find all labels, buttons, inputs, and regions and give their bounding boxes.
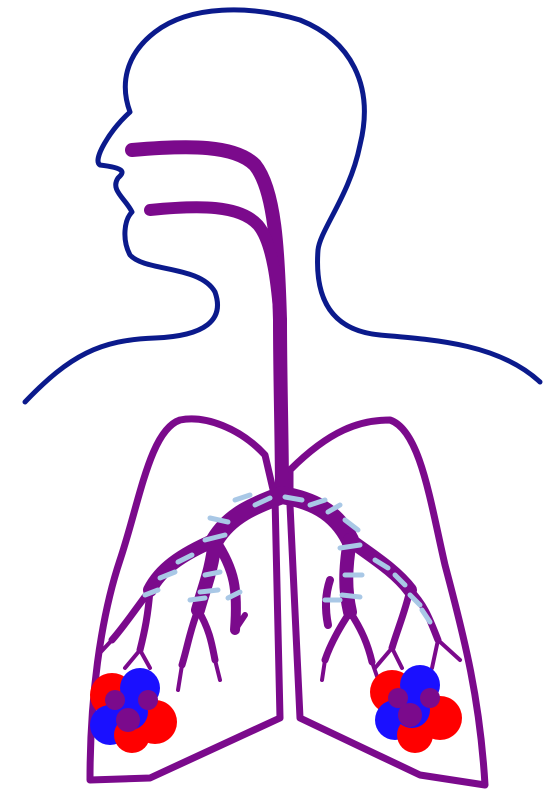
left-alveoli-cluster: [90, 668, 177, 753]
left-bronchial-tree: [98, 495, 282, 690]
right-alveoli-cluster: [370, 665, 462, 753]
trachea: [280, 320, 282, 495]
